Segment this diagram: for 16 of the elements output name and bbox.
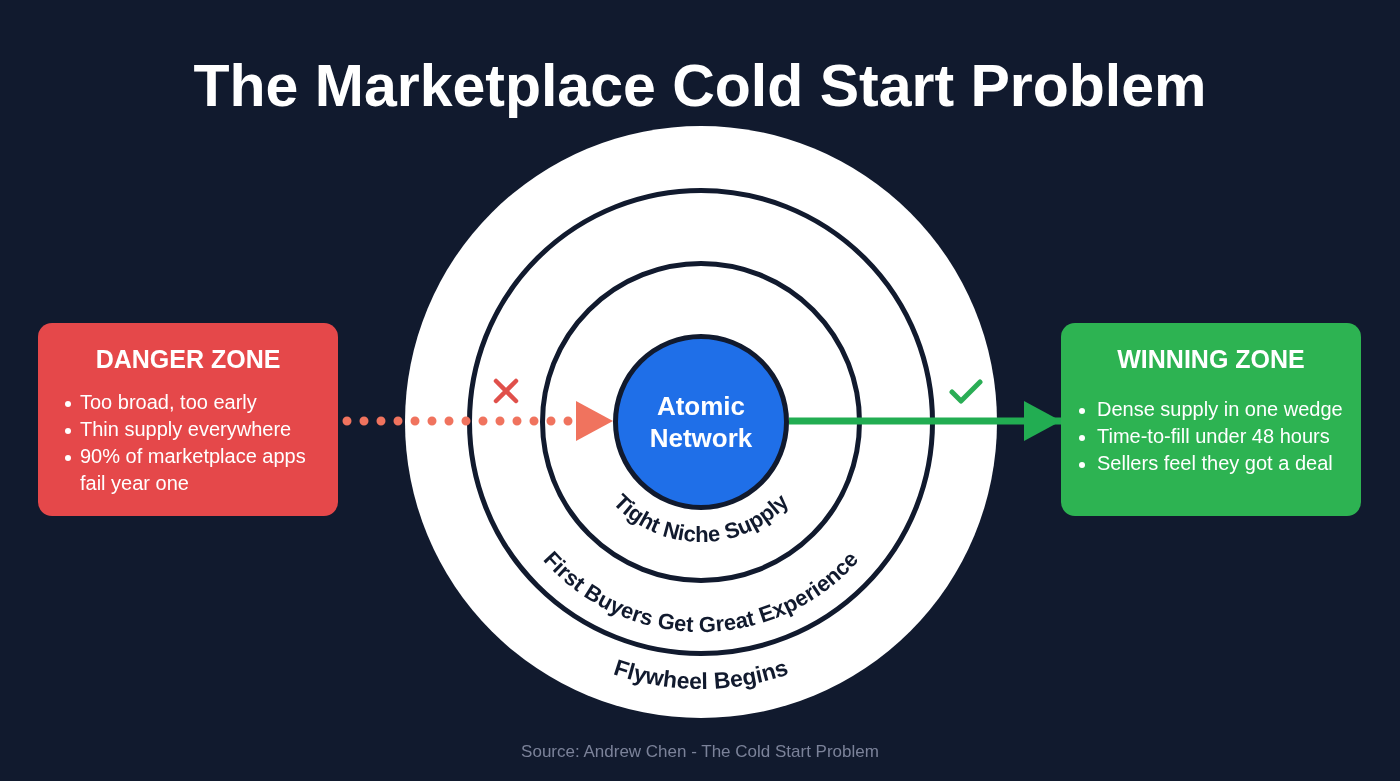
bullet-item: Time-to-fill under 48 hours (1077, 423, 1330, 450)
zone-card (38, 323, 338, 516)
bullet-item: Too broad, too early (63, 389, 257, 416)
bullet-item: Dense supply in one wedge (1077, 396, 1343, 423)
arrow (789, 401, 1061, 441)
source-note: Source: Andrew Chen - The Cold Start Problem (521, 742, 879, 762)
card-heading: DANGER ZONE (95, 345, 281, 373)
ring-label: Flywheel Begins (611, 654, 791, 695)
node-label: Atomic Network (648, 390, 754, 454)
title: The Marketplace Cold Start Problem (193, 52, 1207, 121)
bullet-item: Thin supply everywhere (63, 416, 292, 443)
bullet-item: Sellers feel they got a deal (1077, 450, 1333, 477)
middle-ring (467, 188, 935, 656)
card-heading: WINNING ZONE (1117, 345, 1305, 373)
zone-card (1061, 323, 1361, 516)
bullet-item: 90% of marketplace apps fail year one (63, 443, 320, 497)
